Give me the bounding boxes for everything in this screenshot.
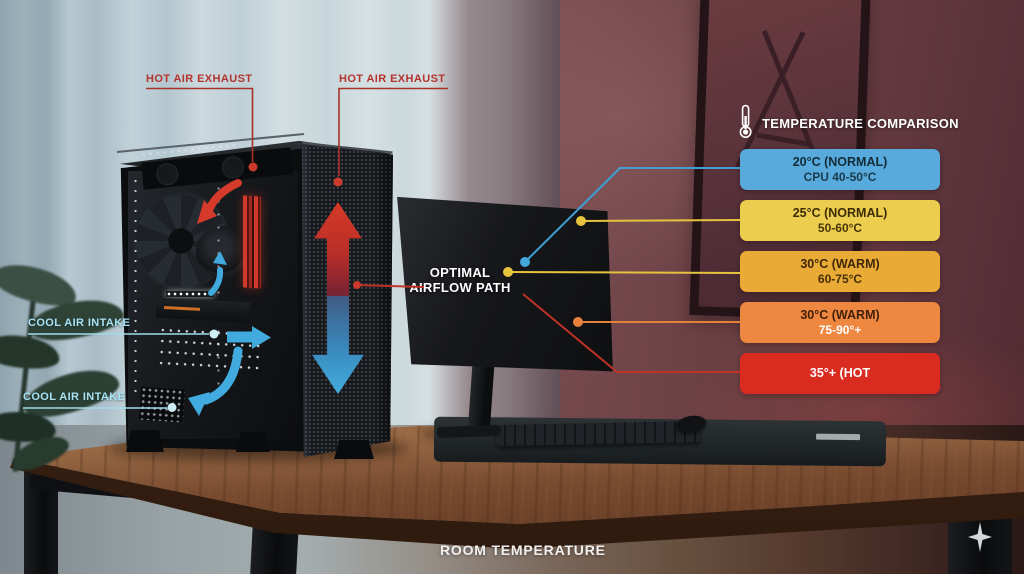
temp-label: 20°C (NORMAL) bbox=[792, 155, 888, 170]
temp-label: 30°C (WARM) bbox=[800, 257, 880, 272]
case-foot bbox=[334, 440, 374, 459]
temp-sublabel: 60-75°C bbox=[817, 271, 863, 286]
fan-mount-holes bbox=[131, 176, 140, 398]
temp-label: 30°C (WARM) bbox=[800, 308, 880, 323]
thermometer-icon bbox=[739, 104, 752, 138]
temp-item-30c-warm-high: 30°C (WARM) 75-90°+ bbox=[740, 302, 940, 343]
temp-label: 25°C (NORMAL) bbox=[792, 206, 888, 221]
panel-title-text: TEMPERATURE COMPARISON bbox=[762, 115, 959, 131]
case-foot bbox=[126, 430, 164, 452]
temp-sublabel: 50-60°C bbox=[817, 220, 863, 235]
label-cool-air-intake-lower: COOL AIR INTAKE bbox=[23, 391, 126, 403]
temp-item-30c-warm: 30°C (WARM) 60-75°C bbox=[740, 251, 940, 292]
temp-item-35c-hot: 35°+ (HOT bbox=[740, 353, 940, 394]
psu-vent bbox=[138, 386, 186, 423]
case-foot bbox=[236, 432, 270, 452]
label-hot-air-exhaust-left: HOT AIR EXHAUST bbox=[146, 73, 253, 85]
ram-modules bbox=[243, 195, 261, 289]
led-strip bbox=[166, 291, 214, 297]
temp-item-25c: 25°C (NORMAL) 50-60°C bbox=[740, 200, 940, 241]
temp-item-20c: 20°C (NORMAL) CPU 40-50°C bbox=[740, 149, 940, 190]
temp-sublabel: CPU 40-50°C bbox=[803, 169, 877, 184]
fan bbox=[155, 162, 180, 187]
monitor-base bbox=[436, 424, 502, 439]
monitor-stand bbox=[467, 366, 495, 432]
label-optimal-airflow: OPTIMAL AIRFLOW PATH bbox=[404, 265, 516, 295]
optimal-line1: OPTIMAL bbox=[429, 265, 491, 280]
temperature-panel-title: TEMPERATURE COMPARISON bbox=[737, 104, 959, 140]
mat-label bbox=[816, 433, 861, 441]
temperature-panel: 20°C (NORMAL) CPU 40-50°C 25°C (NORMAL) … bbox=[740, 149, 940, 404]
optimal-line2: AIRFLOW PATH bbox=[409, 280, 511, 295]
pci-slot-vents bbox=[156, 324, 262, 372]
label-hot-air-exhaust-front: HOT AIR EXHAUST bbox=[339, 73, 446, 85]
gpu-accent bbox=[164, 305, 201, 311]
room-temperature-label: ROOM TEMPERATURE bbox=[440, 542, 606, 558]
keyboard bbox=[495, 420, 701, 447]
temp-sublabel: 75-90°+ bbox=[818, 322, 862, 337]
sparkle-logo-icon bbox=[968, 522, 992, 552]
fan bbox=[220, 155, 246, 180]
label-cool-air-intake-upper: COOL AIR INTAKE bbox=[28, 317, 131, 329]
temp-label: 35°+ (HOT bbox=[809, 366, 871, 381]
